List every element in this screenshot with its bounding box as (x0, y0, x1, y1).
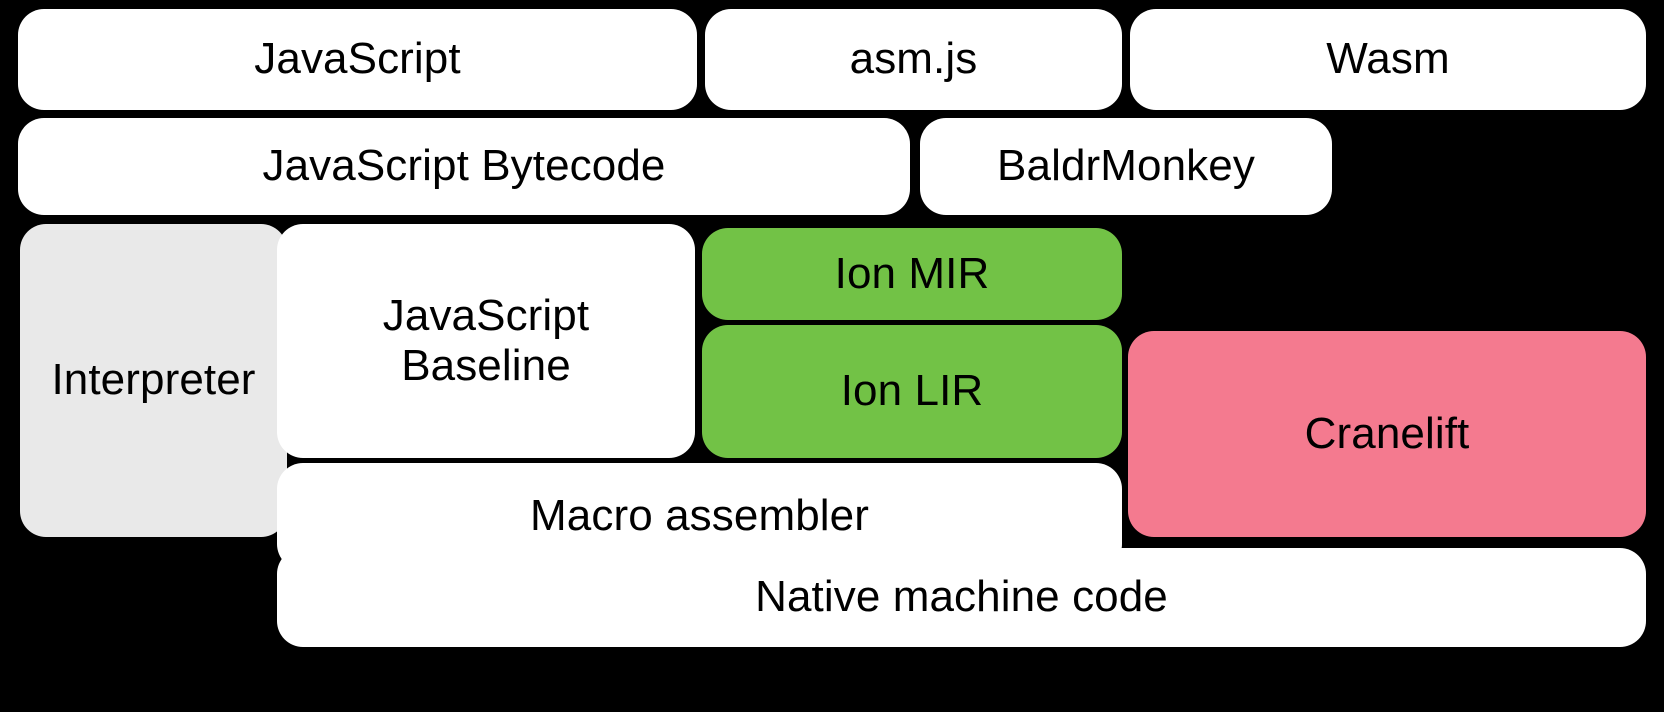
box-native-machine-code[interactable]: Native machine code (277, 548, 1646, 647)
box-wasm[interactable]: Wasm (1130, 9, 1646, 110)
box-cranelift[interactable]: Cranelift (1128, 331, 1646, 537)
box-javascript[interactable]: JavaScript (18, 9, 697, 110)
box-ion-lir[interactable]: Ion LIR (702, 325, 1122, 458)
box-ion-mir[interactable]: Ion MIR (702, 228, 1122, 320)
box-interpreter[interactable]: Interpreter (20, 224, 287, 537)
box-javascript-baseline[interactable]: JavaScript Baseline (277, 224, 695, 458)
box-asm-js[interactable]: asm.js (705, 9, 1122, 110)
box-baldrmonkey[interactable]: BaldrMonkey (920, 118, 1332, 215)
box-javascript-bytecode[interactable]: JavaScript Bytecode (18, 118, 910, 215)
